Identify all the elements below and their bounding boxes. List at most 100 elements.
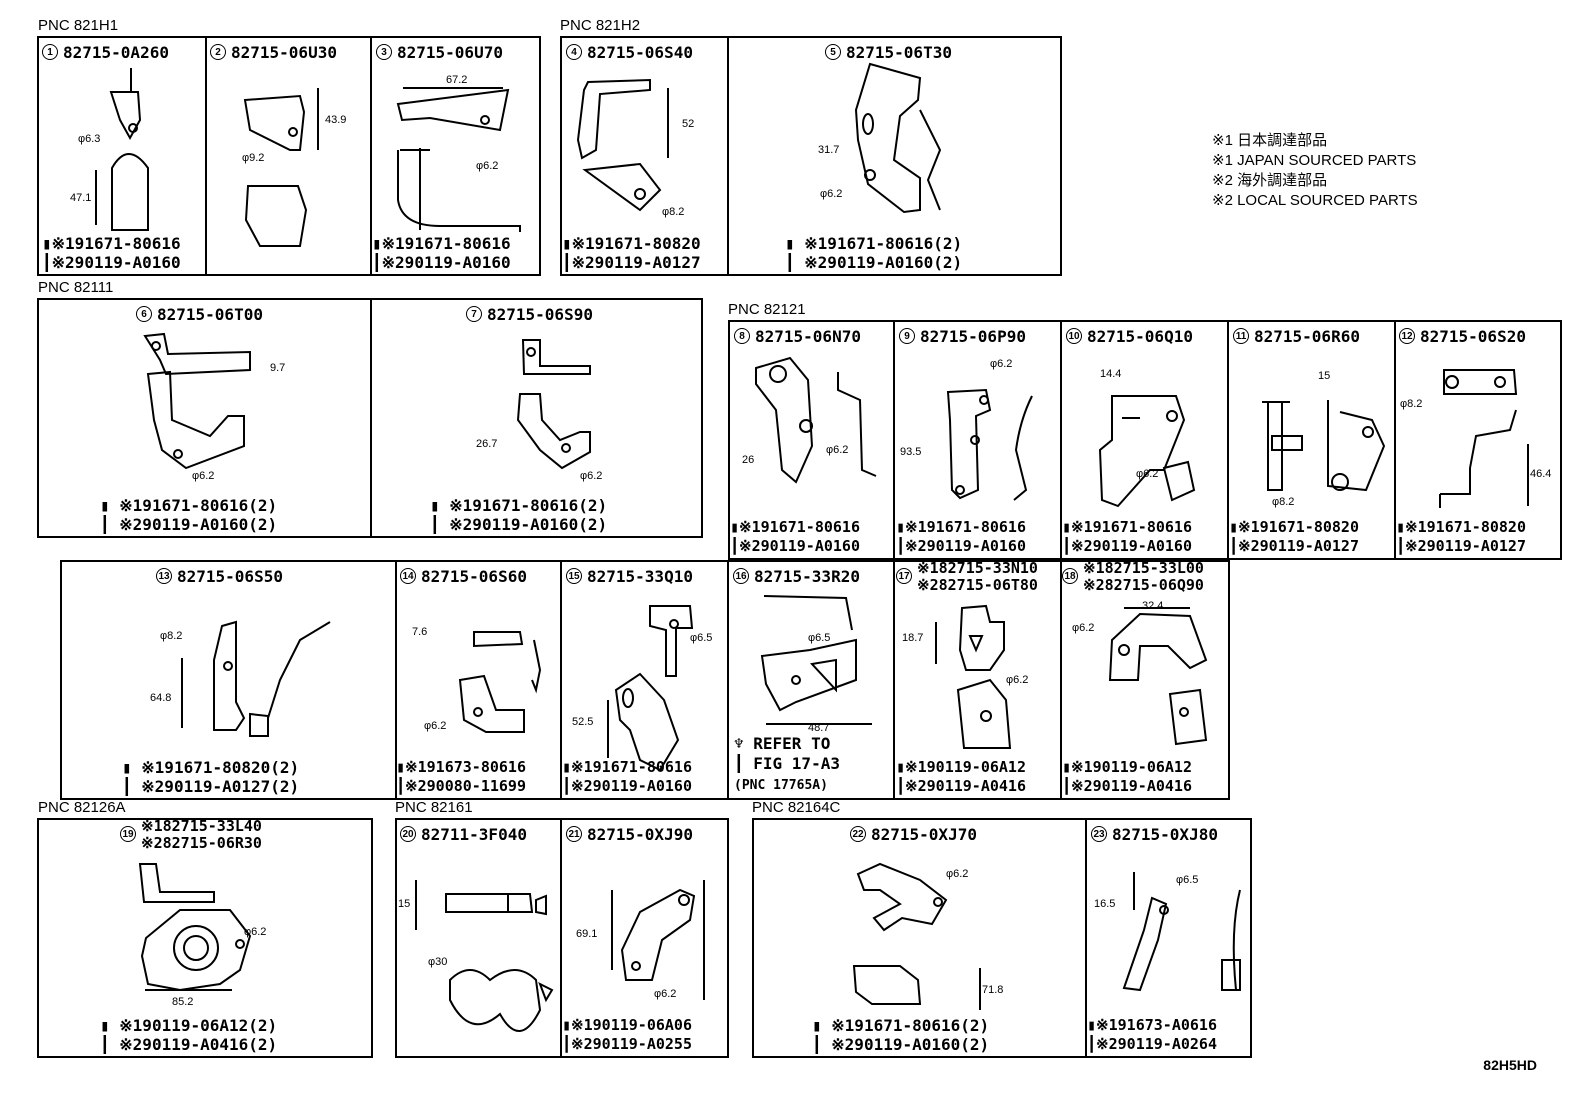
- hardware-japan: ※191671-80616: [905, 518, 1026, 536]
- bracket-drawing-14: [458, 631, 542, 733]
- panel-82164c: [752, 818, 1252, 1058]
- part-number-badge: 4: [566, 44, 582, 60]
- legend: ※1 日本調達部品 ※1 JAPAN SOURCED PARTS ※2 海外調達…: [1212, 131, 1418, 211]
- part-number-local: ※282715-06T80: [917, 576, 1038, 594]
- bolt-icon: ▮: [1062, 518, 1072, 536]
- hardware-japan: ※191671-80616: [1071, 518, 1192, 536]
- part-number-badge: 13: [156, 568, 172, 584]
- bracket-drawing-21: [611, 880, 705, 1000]
- hardware-japan: ※191671-80820: [1405, 518, 1526, 536]
- bolt-icon: ▮: [372, 234, 382, 253]
- bolt-icon: ▮: [430, 496, 450, 515]
- bracket-drawing-2: [243, 88, 319, 247]
- part-number-japan: ※182715-33L40: [141, 817, 262, 835]
- dimension-label: φ6.2: [580, 470, 603, 482]
- dimension-label: φ6.3: [78, 133, 101, 145]
- bolt-icon: ┃: [562, 1035, 572, 1053]
- part-number-japan: ※182715-33N10: [917, 559, 1038, 577]
- hardware-19[interactable]: ▮ ※190119-06A12(2)┃ ※290119-A0416(2): [100, 1016, 277, 1054]
- part-number: 82715-06S20: [1420, 327, 1526, 346]
- dimension-label: 9.7: [270, 362, 286, 374]
- legend-line: ※1 JAPAN SOURCED PARTS: [1212, 152, 1417, 169]
- divider: [727, 560, 729, 800]
- hardware-11[interactable]: ▮※191671-80820┃※290119-A0127: [1229, 518, 1359, 556]
- hardware-local: ※290119-A0160: [739, 537, 860, 555]
- hardware-21[interactable]: ▮※190119-06A06┃※290119-A0255: [562, 1016, 692, 1054]
- hardware-18[interactable]: ▮※190119-06A12┃※290119-A0416: [1062, 758, 1192, 796]
- hardware-japan: ※191671-80616(2): [119, 496, 278, 515]
- diagram-code: 82H5HD: [1483, 1057, 1537, 1073]
- hardware-9[interactable]: ▮※191671-80616┃※290119-A0160: [896, 518, 1026, 556]
- hardware-5[interactable]: ▮ ※191671-80616(2)┃ ※290119-A0160(2): [785, 234, 962, 272]
- bracket-drawing-23: [1122, 872, 1241, 992]
- hardware-local: ※290119-A0264: [1096, 1035, 1217, 1053]
- part-title-6[interactable]: 6 82715-06T00: [136, 306, 263, 324]
- reference-16[interactable]: ♆ REFER TO┃ FIG 17-A3 (PNC 17765A): [734, 734, 840, 796]
- divider: [560, 560, 562, 800]
- part-number-badge: 14: [400, 568, 416, 584]
- hardware-3[interactable]: ▮※191671-80616┃※290119-A0160: [372, 234, 511, 272]
- dimension-label: 26.7: [476, 438, 498, 450]
- pnc-label-82121: PNC 82121: [728, 301, 806, 318]
- part-number-badge: 6: [136, 306, 152, 322]
- hardware-local: ※290119-A0160(2): [449, 515, 608, 534]
- hardware-13[interactable]: ▮ ※191671-80820(2)┃ ※290119-A0127(2): [122, 758, 299, 796]
- hardware-6[interactable]: ▮ ※191671-80616(2)┃ ※290119-A0160(2): [100, 496, 277, 534]
- hardware-23[interactable]: ▮※191673-A0616┃※290119-A0264: [1087, 1016, 1217, 1054]
- hardware-12[interactable]: ▮※191671-80820┃※290119-A0127: [1396, 518, 1526, 556]
- divider: [395, 560, 397, 800]
- hardware-japan: ※191671-80616: [51, 234, 181, 253]
- hardware-15[interactable]: ▮※191671-80616┃※290119-A0160: [562, 758, 692, 796]
- dimension-label: φ6.5: [808, 632, 831, 644]
- dimension-label: 32.4: [1142, 600, 1164, 612]
- divider: [560, 818, 562, 1058]
- part-number-local: ※282715-06R30: [141, 834, 262, 852]
- bolt-icon: ┃: [896, 777, 906, 795]
- hardware-8[interactable]: ▮※191671-80616┃※290119-A0160: [730, 518, 860, 556]
- bolt-icon: ▮: [1396, 518, 1406, 536]
- dimension-label: 85.2: [172, 996, 194, 1008]
- hardware-7[interactable]: ▮ ※191671-80616(2)┃ ※290119-A0160(2): [430, 496, 607, 534]
- part-title-17[interactable]: 17※182715-33N10※282715-06T80: [896, 560, 1038, 594]
- dimension-label: 71.8: [982, 984, 1004, 996]
- hardware-local: ※290119-A0255: [571, 1035, 692, 1053]
- bracket-drawing-13: [181, 620, 331, 737]
- part-number: 82715-06T00: [157, 305, 263, 324]
- bracket-drawing-17: [935, 604, 1012, 749]
- hardware-10[interactable]: ▮※191671-80616┃※290119-A0160: [1062, 518, 1192, 556]
- hardware-japan: ※190119-06A12(2): [119, 1016, 278, 1035]
- bolt-icon: ┃: [122, 777, 142, 796]
- part-number-japan: ※182715-33L00: [1083, 559, 1204, 577]
- part-title-19[interactable]: 19※182715-33L40※282715-06R30: [120, 818, 262, 852]
- hardware-4[interactable]: ▮※191671-80820┃※290119-A0127: [562, 234, 701, 272]
- dimension-label: φ9.2: [242, 152, 265, 164]
- dimension-label: 52: [682, 118, 695, 130]
- hardware-local: ※290119-A0160: [381, 253, 511, 272]
- hardware-1[interactable]: ▮※191671-80616┃※290119-A0160: [42, 234, 181, 272]
- hardware-22[interactable]: ▮ ※191671-80616(2)┃ ※290119-A0160(2): [812, 1016, 989, 1054]
- panel-82161: [395, 818, 729, 1058]
- part-title-18[interactable]: 18※182715-33L00※282715-06Q90: [1062, 560, 1204, 594]
- hardware-14[interactable]: ▮※191673-80616┃※290080-11699: [396, 758, 526, 796]
- hardware-17[interactable]: ▮※190119-06A12┃※290119-A0416: [896, 758, 1026, 796]
- refer-figure: FIG 17-A3: [753, 754, 840, 773]
